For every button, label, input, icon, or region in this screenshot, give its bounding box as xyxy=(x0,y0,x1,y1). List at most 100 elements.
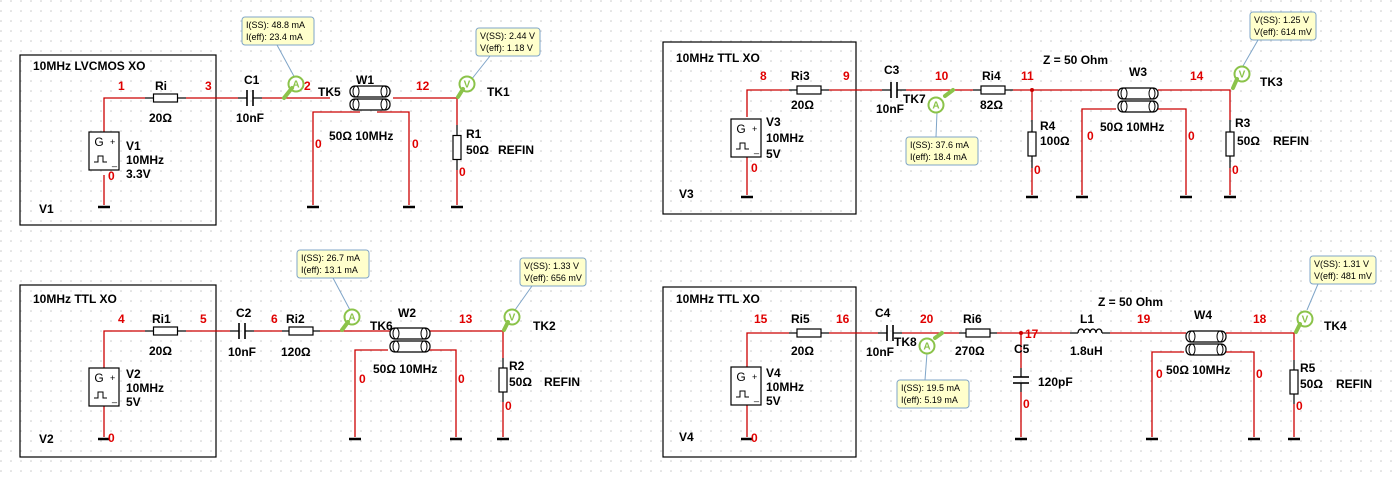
voltmeter-readout: V(SS): 1.25 VV(eff): 614 mV xyxy=(1249,11,1317,41)
node-label: 2 xyxy=(304,79,311,93)
svg-text:V: V xyxy=(1239,70,1246,81)
node-label: 8 xyxy=(760,69,767,83)
component-value: 50Ω xyxy=(1237,134,1260,148)
component-value: 10MHz xyxy=(126,153,164,167)
component-value: 50Ω 10MHz xyxy=(329,129,393,143)
ammeter-readout: I(SS): 37.6 mAI(eff): 18.4 mA xyxy=(905,136,979,166)
resistor-icon xyxy=(145,93,186,103)
component-value: 10MHz xyxy=(766,380,804,394)
node-label: 3 xyxy=(205,79,212,93)
resistor-icon xyxy=(145,326,186,336)
node-label: 0 xyxy=(1087,129,1094,143)
module-label: V3 xyxy=(679,187,694,201)
probe-arrow-icon xyxy=(1294,322,1302,334)
wire xyxy=(1222,351,1255,437)
component-value: 5V xyxy=(766,147,781,161)
node-label: 4 xyxy=(118,312,125,326)
svg-text:+: + xyxy=(752,372,757,382)
probe-reading: I(SS): 19.5 mA xyxy=(901,383,960,393)
wire xyxy=(312,111,360,205)
component-value: 1.8uH xyxy=(1070,344,1103,358)
node-label: 12 xyxy=(416,79,430,93)
xo-module-box xyxy=(19,284,217,458)
probe-reading: V(eff): 481 mV xyxy=(1314,271,1372,281)
circuit-1: 10MHz LVCMOS XOV1G+_V110MHz3.3VRi20ΩC110… xyxy=(19,16,541,226)
wire xyxy=(354,349,388,437)
svg-text:A: A xyxy=(932,101,939,112)
ammeter-readout: I(SS): 48.8 mAI(eff): 23.4 mA xyxy=(241,16,315,46)
svg-text:V: V xyxy=(464,80,471,91)
probe-arrow-icon xyxy=(933,331,944,340)
node-label: 0 xyxy=(315,137,322,151)
component-value: 120Ω xyxy=(281,345,311,359)
component-value: 50Ω 10MHz xyxy=(1100,120,1164,134)
ammeter-readout: I(SS): 19.5 mAI(eff): 5.19 mA xyxy=(896,379,970,409)
resistor-icon xyxy=(789,328,829,338)
probe-arrow-icon xyxy=(1231,77,1239,90)
probe-name: TK7 xyxy=(903,92,926,106)
module-title: 10MHz TTL XO xyxy=(33,292,117,306)
probe-name: TK2 xyxy=(533,319,556,333)
node-label: 0 xyxy=(108,431,115,445)
component-value: 20Ω xyxy=(149,111,172,125)
module-label: V2 xyxy=(39,432,54,446)
wire xyxy=(1081,108,1116,195)
component-name: C5 xyxy=(1014,342,1030,356)
node-label: 1 xyxy=(118,79,125,93)
generator-glyph: G xyxy=(94,371,103,385)
probe-reading: V(SS): 1.33 V xyxy=(524,261,579,271)
wire xyxy=(426,349,457,437)
component-name: Ri1 xyxy=(152,312,171,326)
component-value: 10nF xyxy=(876,102,904,116)
capacitor-icon xyxy=(878,325,902,341)
resistor-icon xyxy=(282,326,320,336)
transmission-line-icon xyxy=(1117,87,1159,113)
inductor-icon xyxy=(1070,328,1110,334)
module-title: 10MHz TTL XO xyxy=(676,292,760,306)
node-label: 0 xyxy=(751,161,758,175)
node-label: 11 xyxy=(1021,69,1034,83)
probe-reading: I(eff): 23.4 mA xyxy=(246,32,303,42)
component-name: C3 xyxy=(884,63,900,77)
probe-arrow-icon xyxy=(502,320,510,332)
svg-text:_: _ xyxy=(753,144,760,154)
component-name: L1 xyxy=(1080,312,1094,326)
circuit-3: 10MHz TTL XOV3G+_V310MHz5VRi320ΩC310nFRi… xyxy=(662,11,1317,215)
generator-glyph: G xyxy=(736,370,745,384)
component-name: V3 xyxy=(766,115,781,129)
node-label: 0 xyxy=(1232,163,1239,177)
component-value: 50Ω xyxy=(509,375,532,389)
clock-generator-icon: G+_ xyxy=(88,367,120,407)
component-value: 270Ω xyxy=(955,344,985,358)
probe-name: TK8 xyxy=(894,335,917,349)
impedance-note: Z = 50 Ohm xyxy=(1098,295,1163,309)
probe-reading: I(SS): 26.7 mA xyxy=(301,253,360,263)
node-label: 0 xyxy=(1034,163,1041,177)
voltmeter-readout: V(SS): 1.33 VV(eff): 656 mV xyxy=(519,257,587,287)
wire xyxy=(377,111,410,205)
probe-reading: I(eff): 18.4 mA xyxy=(910,152,967,162)
voltmeter-readout: V(SS): 1.31 VV(eff): 481 mV xyxy=(1309,255,1377,285)
transmission-line-icon xyxy=(389,327,431,353)
xo-module-box xyxy=(662,286,857,458)
node-label: 19 xyxy=(1137,312,1151,326)
junction-dot xyxy=(1019,331,1023,335)
component-value: 10nF xyxy=(866,345,894,359)
component-tag: REFIN xyxy=(544,375,580,389)
component-name: W1 xyxy=(356,73,374,87)
node-label: 5 xyxy=(200,312,207,326)
wire xyxy=(1151,351,1184,437)
probe-reading: V(SS): 1.25 V xyxy=(1254,15,1309,25)
resistor-icon xyxy=(973,85,1013,95)
node-label: 0 xyxy=(459,165,466,179)
component-value: 10nF xyxy=(236,111,264,125)
resistor-icon xyxy=(959,328,997,338)
wire xyxy=(746,332,789,367)
svg-text:_: _ xyxy=(111,393,118,403)
component-value: 10nF xyxy=(228,345,256,359)
component-value: 5V xyxy=(126,395,141,409)
module-label: V4 xyxy=(679,430,694,444)
probe-name: TK5 xyxy=(318,85,341,99)
